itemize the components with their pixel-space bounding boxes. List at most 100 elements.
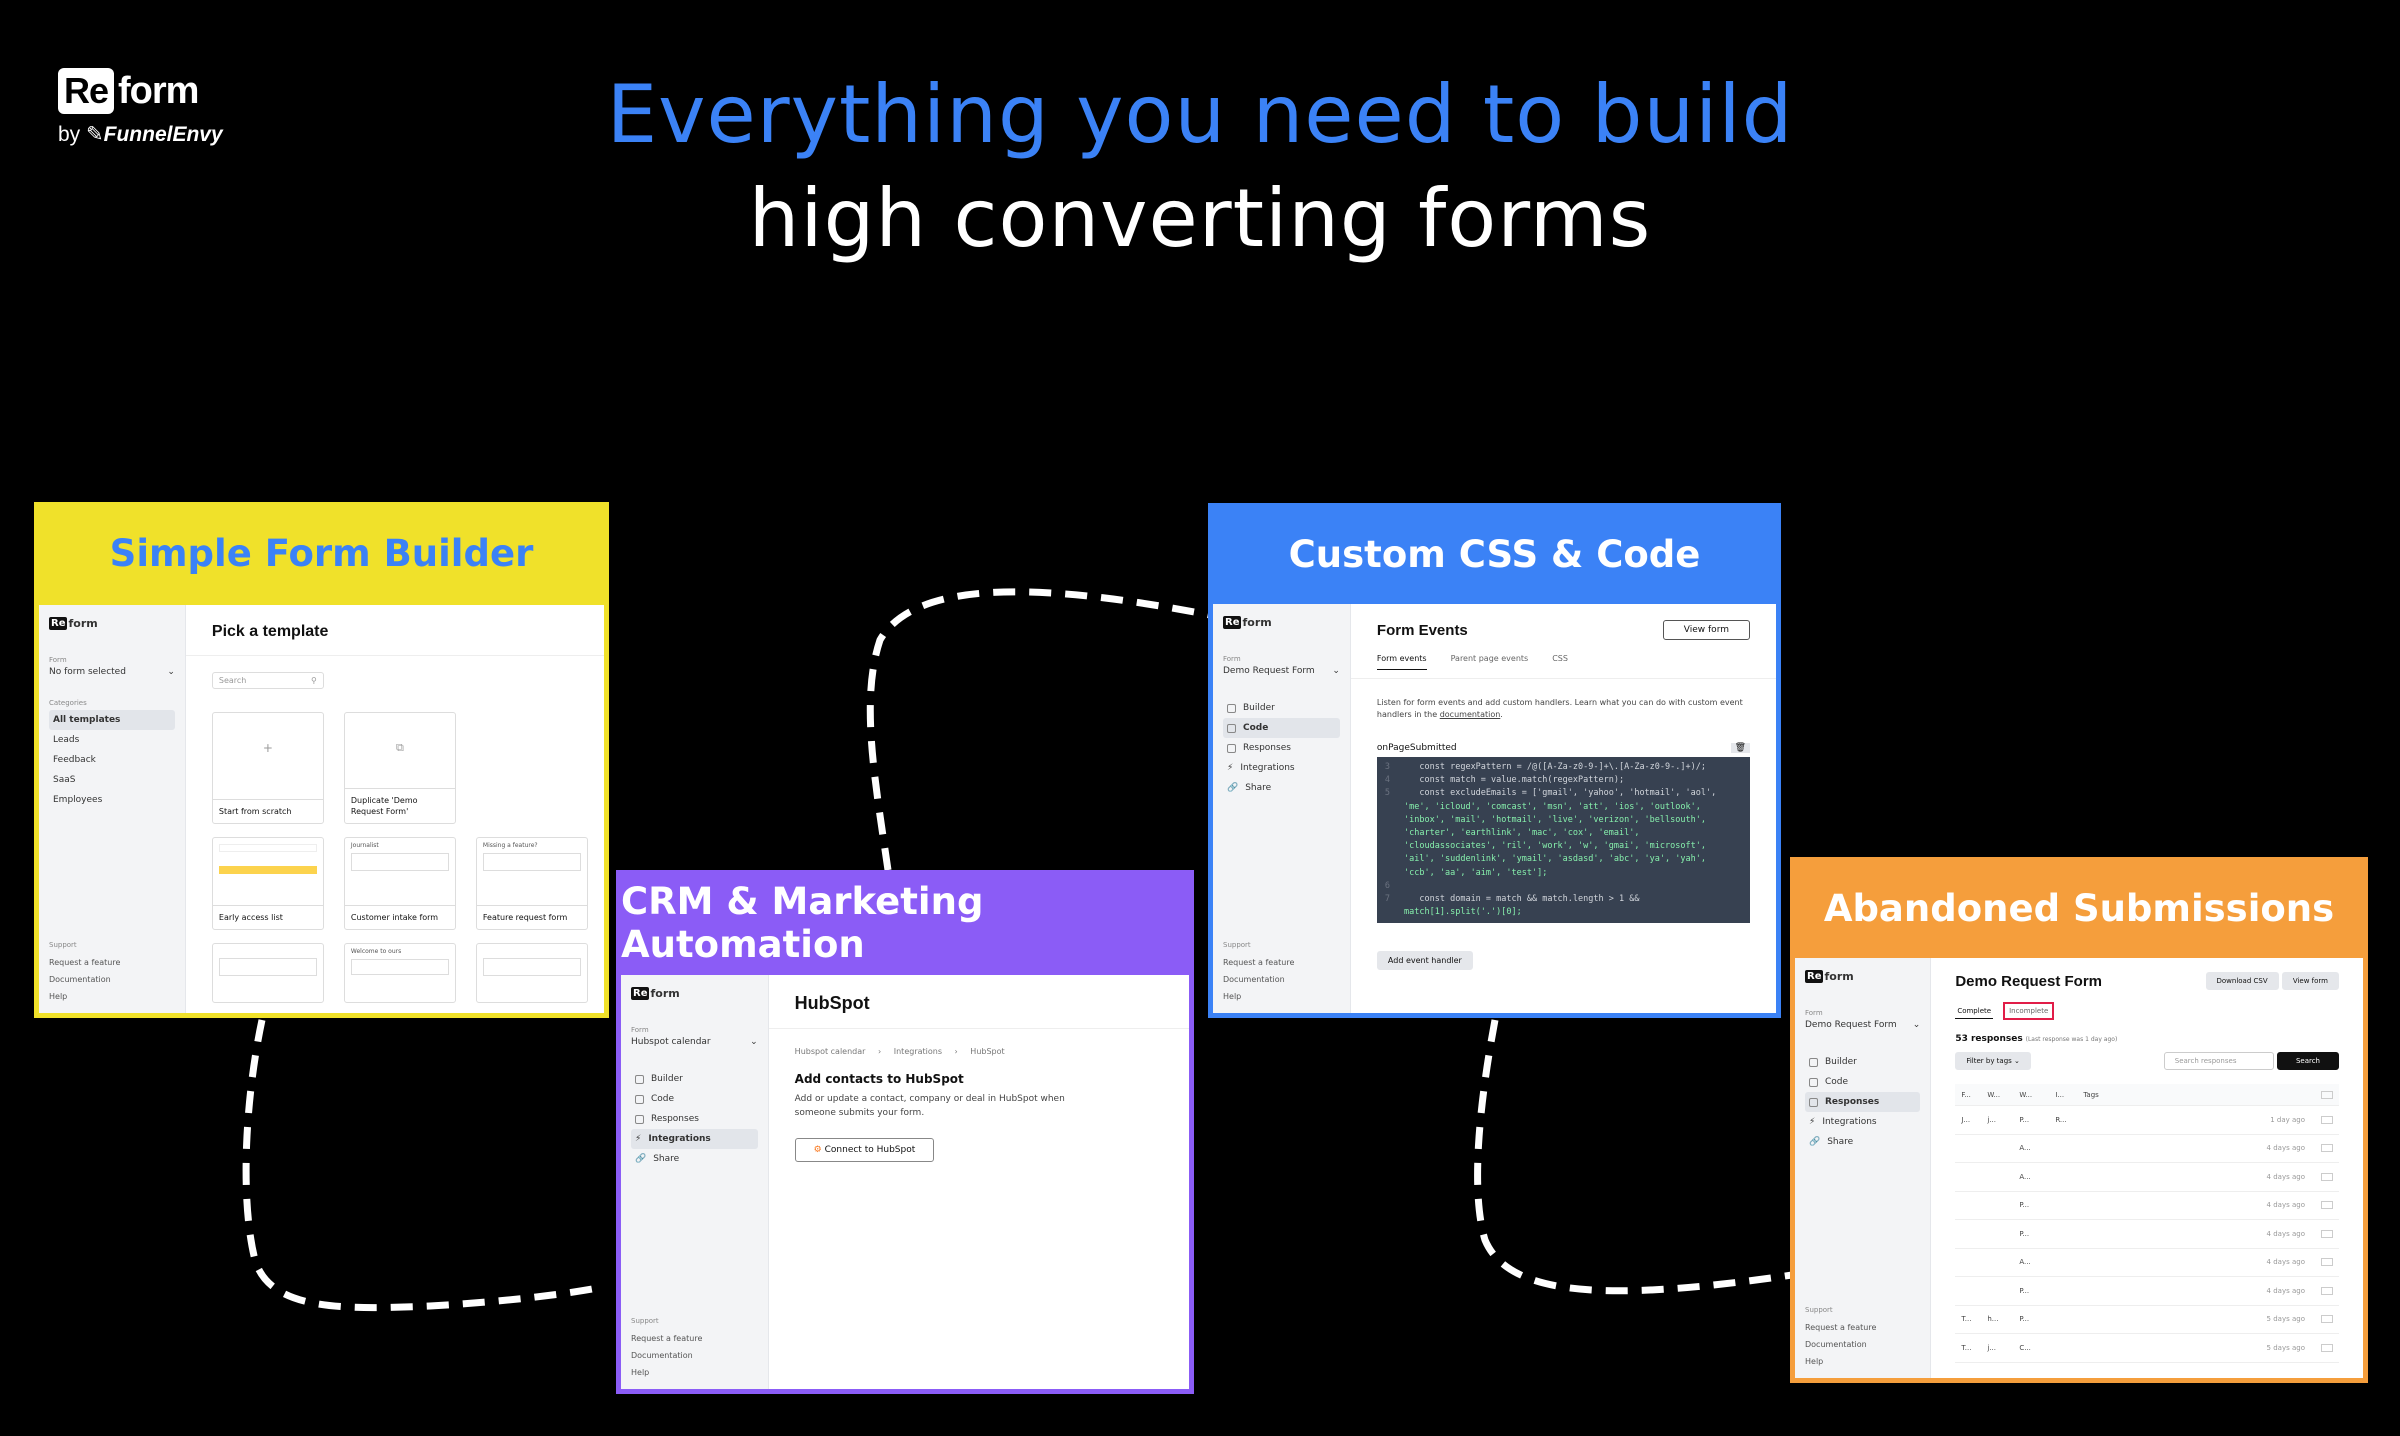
table-row[interactable]: A...4 days ago [1955, 1163, 2339, 1192]
form-label: Form [1805, 1009, 1823, 1017]
row-checkbox[interactable] [2321, 1343, 2333, 1352]
tab-css[interactable]: CSS [1552, 654, 1568, 663]
documentation-link[interactable]: Documentation [631, 1351, 693, 1360]
page-title: Form Events [1376, 621, 1468, 639]
download-csv-button[interactable]: Download CSV [2205, 972, 2279, 990]
sidebar-item-code[interactable]: Code [631, 1089, 758, 1109]
help-link[interactable]: Help [1223, 992, 1242, 1001]
row-checkbox[interactable] [2321, 1172, 2333, 1181]
category-all-templates[interactable]: All templates [49, 710, 175, 730]
category-saas[interactable]: SaaS [53, 775, 76, 785]
template-search-input[interactable]: Search⚲ [211, 672, 324, 689]
sidebar-item-code[interactable]: Code [1223, 718, 1340, 738]
row-time: 4 days ago [2266, 1144, 2305, 1153]
table-row[interactable]: T...j...C...5 days ago [1955, 1334, 2339, 1363]
form-select[interactable]: Hubspot calendar⌄ [631, 1037, 758, 1047]
row-cell: j... [1987, 1115, 1996, 1124]
responses-icon [1809, 1097, 1818, 1107]
headline-line1: Everything you need to build [606, 68, 1794, 161]
request-feature-link[interactable]: Request a feature [631, 1334, 703, 1343]
filter-by-tags-dropdown[interactable]: Filter by tags ⌄ [1955, 1052, 2031, 1070]
sidebar-item-share[interactable]: 🔗Share [631, 1149, 758, 1169]
template-duplicate[interactable]: ⧉Duplicate 'Demo Request Form' [343, 712, 456, 824]
sidebar-item-responses[interactable]: Responses [631, 1109, 758, 1129]
chevron-down-icon: ⌄ [1332, 666, 1340, 676]
category-feedback[interactable]: Feedback [53, 755, 96, 765]
template-preview[interactable] [211, 943, 324, 1003]
template-preview[interactable] [475, 943, 588, 1003]
search-responses-input[interactable]: Search responses [2163, 1052, 2274, 1070]
breadcrumb-item[interactable]: Hubspot calendar [794, 1047, 866, 1056]
documentation-link[interactable]: Documentation [49, 975, 111, 984]
table-row[interactable]: A...4 days ago [1955, 1135, 2339, 1163]
tab-complete[interactable]: Complete [1955, 1004, 1994, 1019]
help-link[interactable]: Help [49, 992, 68, 1001]
breadcrumb-item[interactable]: Integrations [893, 1047, 942, 1056]
documentation-link[interactable]: Documentation [1805, 1340, 1867, 1349]
row-checkbox[interactable] [2321, 1258, 2333, 1267]
template-feature-request[interactable]: Missing a feature?Feature request form [475, 837, 588, 930]
table-row[interactable]: A...4 days ago [1955, 1249, 2339, 1277]
sidebar-item-integrations[interactable]: ⚡Integrations [631, 1129, 758, 1149]
row-checkbox[interactable] [2321, 1144, 2333, 1153]
connect-hubspot-button[interactable]: ⚙ Connect to HubSpot [794, 1138, 935, 1162]
sidebar-item-integrations[interactable]: ⚡Integrations [1805, 1112, 1920, 1132]
view-form-button[interactable]: View form [2281, 972, 2339, 990]
template-caption: Feature request form [476, 905, 587, 929]
request-feature-link[interactable]: Request a feature [1805, 1323, 1877, 1332]
help-link[interactable]: Help [1805, 1357, 1824, 1366]
category-employees[interactable]: Employees [53, 795, 103, 805]
table-row[interactable]: P...4 days ago [1955, 1220, 2339, 1249]
form-select[interactable]: Demo Request Form⌄ [1805, 1020, 1920, 1030]
row-checkbox[interactable] [2321, 1201, 2333, 1210]
sidebar-item-code[interactable]: Code [1805, 1072, 1920, 1092]
sidebar-item-integrations[interactable]: ⚡Integrations [1223, 758, 1340, 778]
sidebar-item-builder[interactable]: Builder [1805, 1052, 1920, 1072]
table-row[interactable]: T...h...P...5 days ago [1955, 1306, 2339, 1334]
row-checkbox[interactable] [2321, 1315, 2333, 1324]
category-leads[interactable]: Leads [53, 735, 80, 745]
select-all-checkbox[interactable] [2321, 1090, 2333, 1099]
form-select-value: No form selected [49, 667, 126, 677]
code-editor[interactable]: 3 const regexPattern = /@([A-Za-z0-9-]+\… [1376, 757, 1750, 924]
sidebar-item-responses[interactable]: Responses [1805, 1092, 1921, 1112]
add-event-handler-button[interactable]: Add event handler [1376, 951, 1473, 971]
tab-incomplete[interactable]: Incomplete [2003, 1002, 2055, 1020]
template-early-access[interactable]: Early access list [211, 837, 324, 930]
breadcrumb: Hubspot calendar › Integrations › HubSpo… [794, 1047, 1005, 1056]
row-checkbox[interactable] [2321, 1286, 2333, 1295]
request-feature-link[interactable]: Request a feature [1223, 958, 1295, 967]
row-checkbox[interactable] [2321, 1229, 2333, 1238]
form-select[interactable]: No form selected⌄ [49, 667, 175, 677]
documentation-link[interactable]: documentation [1439, 710, 1501, 719]
link-icon: 🔗 [1227, 783, 1239, 793]
row-checkbox[interactable] [2321, 1115, 2333, 1124]
row-cell: R... [2055, 1115, 2067, 1124]
sidebar-item-builder[interactable]: Builder [631, 1069, 758, 1089]
table-row[interactable]: P...4 days ago [1955, 1192, 2339, 1220]
trash-icon[interactable]: 🗑 [1730, 743, 1750, 753]
tab-form-events[interactable]: Form events [1376, 654, 1427, 670]
search-button[interactable]: Search [2276, 1052, 2339, 1070]
tab-parent-page-events[interactable]: Parent page events [1450, 654, 1529, 663]
sidebar-item-share[interactable]: 🔗Share [1223, 778, 1340, 798]
help-link[interactable]: Help [631, 1368, 650, 1377]
form-select-value: Hubspot calendar [631, 1037, 711, 1047]
form-select[interactable]: Demo Request Form⌄ [1223, 666, 1340, 676]
template-start-scratch[interactable]: +Start from scratch [211, 712, 324, 824]
plus-icon: + [262, 741, 273, 755]
sidebar-item-responses[interactable]: Responses [1223, 738, 1340, 758]
sidebar-item-builder[interactable]: Builder [1223, 698, 1340, 718]
table-row[interactable]: J...j...P...R...1 day ago [1955, 1106, 2339, 1135]
view-form-button[interactable]: View form [1662, 620, 1750, 640]
documentation-link[interactable]: Documentation [1223, 975, 1285, 984]
table-row[interactable]: P...4 days ago [1955, 1277, 2339, 1306]
request-feature-link[interactable]: Request a feature [49, 958, 121, 967]
code-line: match[1].split('.')[0]; [1385, 906, 1742, 919]
logo-re: Re [58, 68, 115, 114]
template-preview[interactable]: Welcome to ours [343, 943, 456, 1003]
sidebar-item-share[interactable]: 🔗Share [1805, 1132, 1920, 1152]
search-placeholder: Search [218, 676, 247, 685]
